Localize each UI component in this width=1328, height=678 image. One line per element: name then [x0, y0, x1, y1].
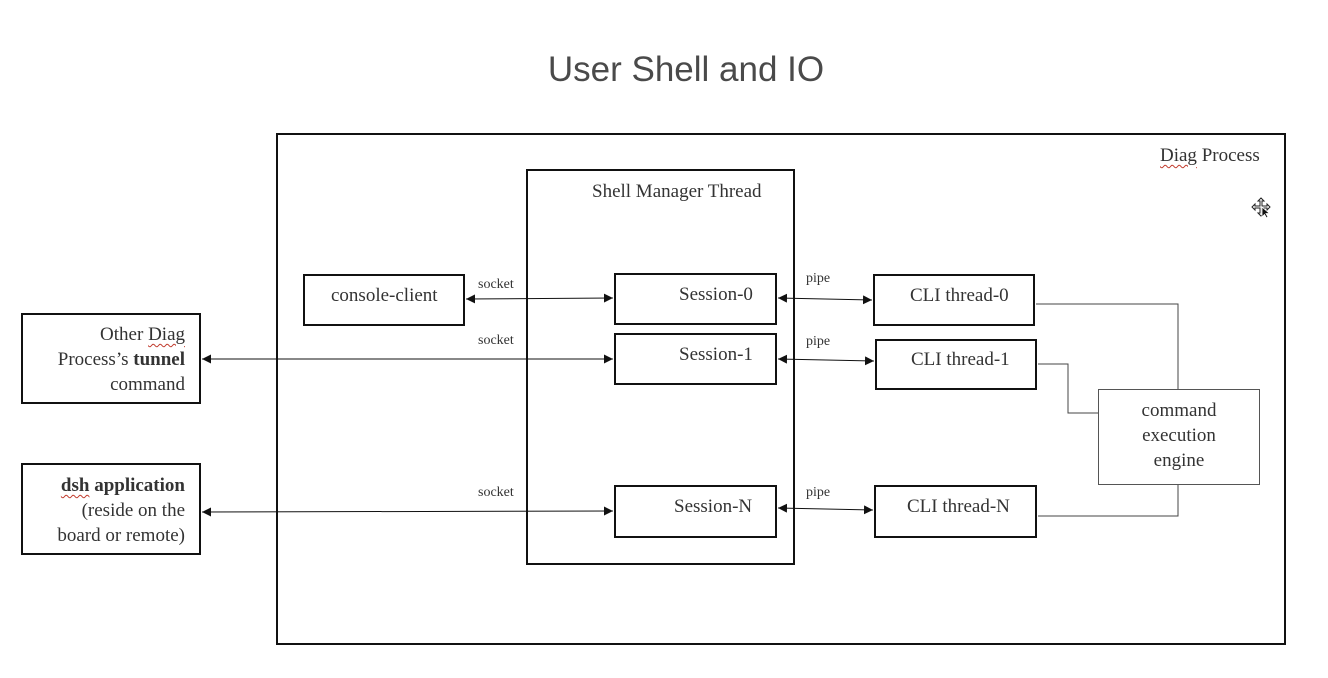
move-cursor-icon	[1251, 197, 1271, 218]
socket-label-1: socket	[478, 333, 514, 348]
cli-thread-0-box	[873, 274, 1035, 326]
command-execution-engine-box	[1098, 389, 1260, 485]
pipe-arrow-session-0-cli-0	[777, 293, 873, 305]
socket-label-0: socket	[478, 277, 514, 292]
console-client-label: console-client	[331, 285, 438, 306]
cli-thread-n-box	[874, 485, 1037, 538]
cli-thread-n-label: CLI thread-N	[907, 496, 1010, 517]
session-0-label: Session-0	[679, 284, 753, 305]
cli-0-engine-connector	[1036, 303, 1179, 389]
cli-n-engine-connector	[1038, 485, 1179, 517]
console-client-box	[303, 274, 465, 326]
other-diag-process-label: Other Diag Process’s tunnel command	[57, 324, 185, 395]
diag-process-container	[276, 133, 1286, 645]
shell-manager-thread-box	[526, 169, 795, 565]
dsh-application-label: dsh application (reside on the board or …	[57, 475, 185, 546]
session-n-box	[614, 485, 777, 538]
pipe-arrow-session-1-cli-1	[777, 354, 875, 366]
session-n-label: Session-N	[674, 496, 753, 517]
session-1-box	[614, 333, 777, 385]
cli-thread-1-box	[875, 339, 1037, 390]
pipe-arrow-session-n-cli-n	[777, 503, 874, 515]
session-1-label: Session-1	[679, 344, 753, 365]
other-diag-process-box	[21, 313, 201, 404]
dsh-application-box	[21, 463, 201, 555]
socket-arrow-console-session-0	[465, 293, 614, 304]
pipe-label-1: pipe	[806, 334, 831, 349]
cli-thread-0-label: CLI thread-0	[910, 285, 1009, 306]
socket-label-n: socket	[478, 485, 514, 500]
session-0-box	[614, 273, 777, 325]
socket-arrow-dsh-session-n	[201, 506, 614, 517]
shell-manager-thread-label: Shell Manager Thread	[592, 181, 762, 202]
pipe-label-0: pipe	[806, 271, 831, 286]
diagram-title: User Shell and IO	[547, 50, 825, 89]
cli-1-engine-connector	[1038, 363, 1098, 414]
command-execution-engine-label: command execution engine	[1141, 400, 1217, 471]
diag-process-label: Diag Process	[1160, 145, 1260, 166]
cli-thread-1-label: CLI thread-1	[911, 349, 1010, 370]
pipe-label-n: pipe	[806, 485, 831, 500]
